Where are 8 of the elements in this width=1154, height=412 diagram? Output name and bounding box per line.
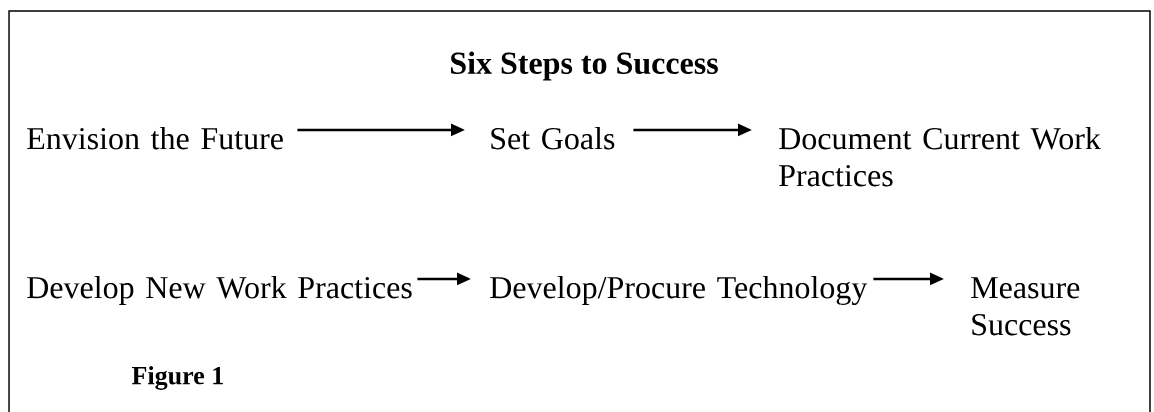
caption: Figure 1 [132,366,223,390]
step-text: Envision the Future [27,126,283,150]
step-text: Develop/Procure Technology [490,275,868,305]
title: Six Steps to Success [451,51,718,81]
step-text: Set Goals [491,126,615,150]
step-text: Measure Success [971,277,1080,336]
step-text: Develop New Work Practices [27,275,412,305]
step-text: Document Current Work Practices [779,126,1101,187]
